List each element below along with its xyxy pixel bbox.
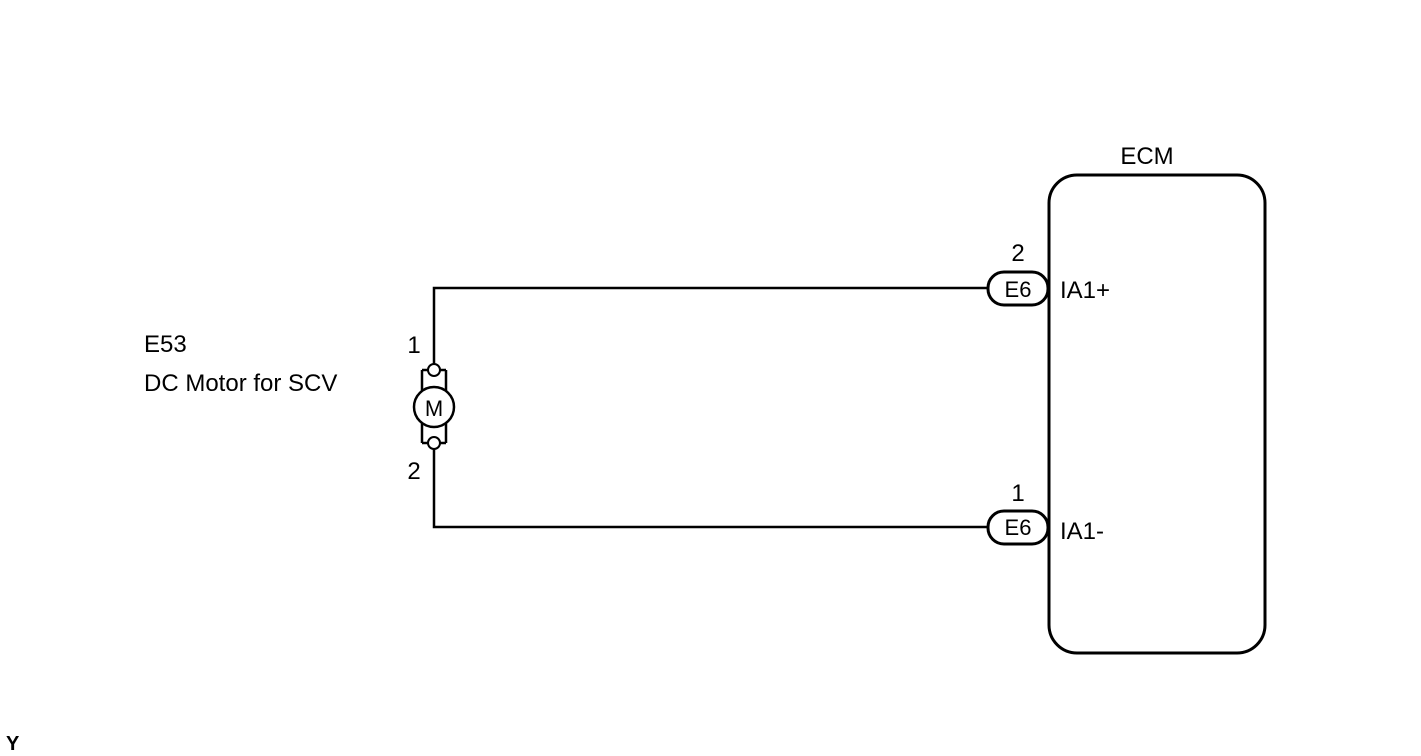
ecm-title: ECM [1120,143,1173,170]
motor-circle [412,385,456,429]
connector-top-label: E6 [1005,277,1032,302]
connector-bottom-label: E6 [1005,515,1032,540]
wires [432,286,988,529]
ecm-block: ECM IA1+ IA1- [1047,143,1267,655]
motor-pin-top: 1 [407,332,420,359]
ecm-terminal-ia1-plus: IA1+ [1060,277,1110,304]
motor-symbol-letter: M [425,396,443,421]
motor-terminal-top [427,363,441,377]
component-label: E53 DC Motor for SCV [144,331,337,397]
component-name: DC Motor for SCV [144,370,337,397]
wire-top [432,286,988,370]
corner-mark: Y [6,733,20,755]
motor-pin-bottom: 2 [407,458,420,485]
motor-terminal-bottom [427,436,441,450]
connector-bottom-pin: 1 [1011,480,1024,507]
wire-bottom [432,443,988,529]
connector-bottom: E6 1 [986,480,1050,546]
ecm-terminal-ia1-minus: IA1- [1060,518,1104,545]
connector-top-pin: 2 [1011,240,1024,267]
ecm-box [1047,173,1267,655]
motor-symbol: M 1 2 [407,332,456,485]
component-code: E53 [144,331,187,358]
connector-top: E6 2 [986,240,1050,307]
connector-top-body [986,270,1050,307]
connector-bottom-body [986,509,1050,546]
